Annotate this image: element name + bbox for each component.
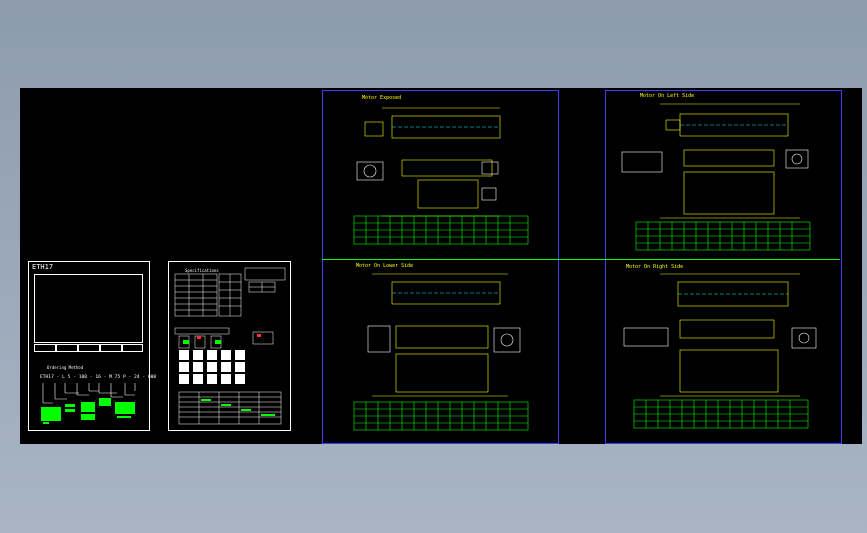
feature-boxes — [34, 344, 143, 352]
view-title-right: Motor On Right Side — [626, 264, 684, 270]
specifications-sheet[interactable]: Specifications — [168, 261, 291, 431]
order-code: ETH17 - L 5 - 100 - 16 - M 75 P - 24 - 0… — [40, 375, 157, 380]
drawing-motor-right[interactable] — [20, 88, 862, 444]
drawing-motor-lower[interactable] — [20, 88, 862, 444]
ordering-tree — [41, 383, 136, 424]
dimension-tables — [353, 215, 811, 431]
spec-heading: Specifications — [185, 268, 219, 273]
view-title-left: Motor On Left Side — [640, 93, 695, 99]
view-title-lower: Motor On Lower Side — [356, 263, 414, 269]
drawing-motor-left[interactable] — [20, 88, 862, 444]
view-title-exposed: Motor Exposed — [362, 95, 402, 101]
views-frame-right — [605, 90, 842, 444]
view-divider — [322, 259, 840, 260]
ordering-heading: Ordering Method — [47, 365, 84, 370]
specification-tables — [174, 267, 286, 425]
product-title: ETH17 — [32, 263, 54, 271]
views-frame-left — [322, 90, 559, 444]
ordering-sheet[interactable]: ETH17 Ordering Method ETH17 - L 5 - 100 … — [28, 261, 156, 431]
drawing-canvas[interactable]: ETH17 Ordering Method ETH17 - L 5 - 100 … — [20, 88, 862, 444]
product-image-frame — [34, 274, 143, 343]
